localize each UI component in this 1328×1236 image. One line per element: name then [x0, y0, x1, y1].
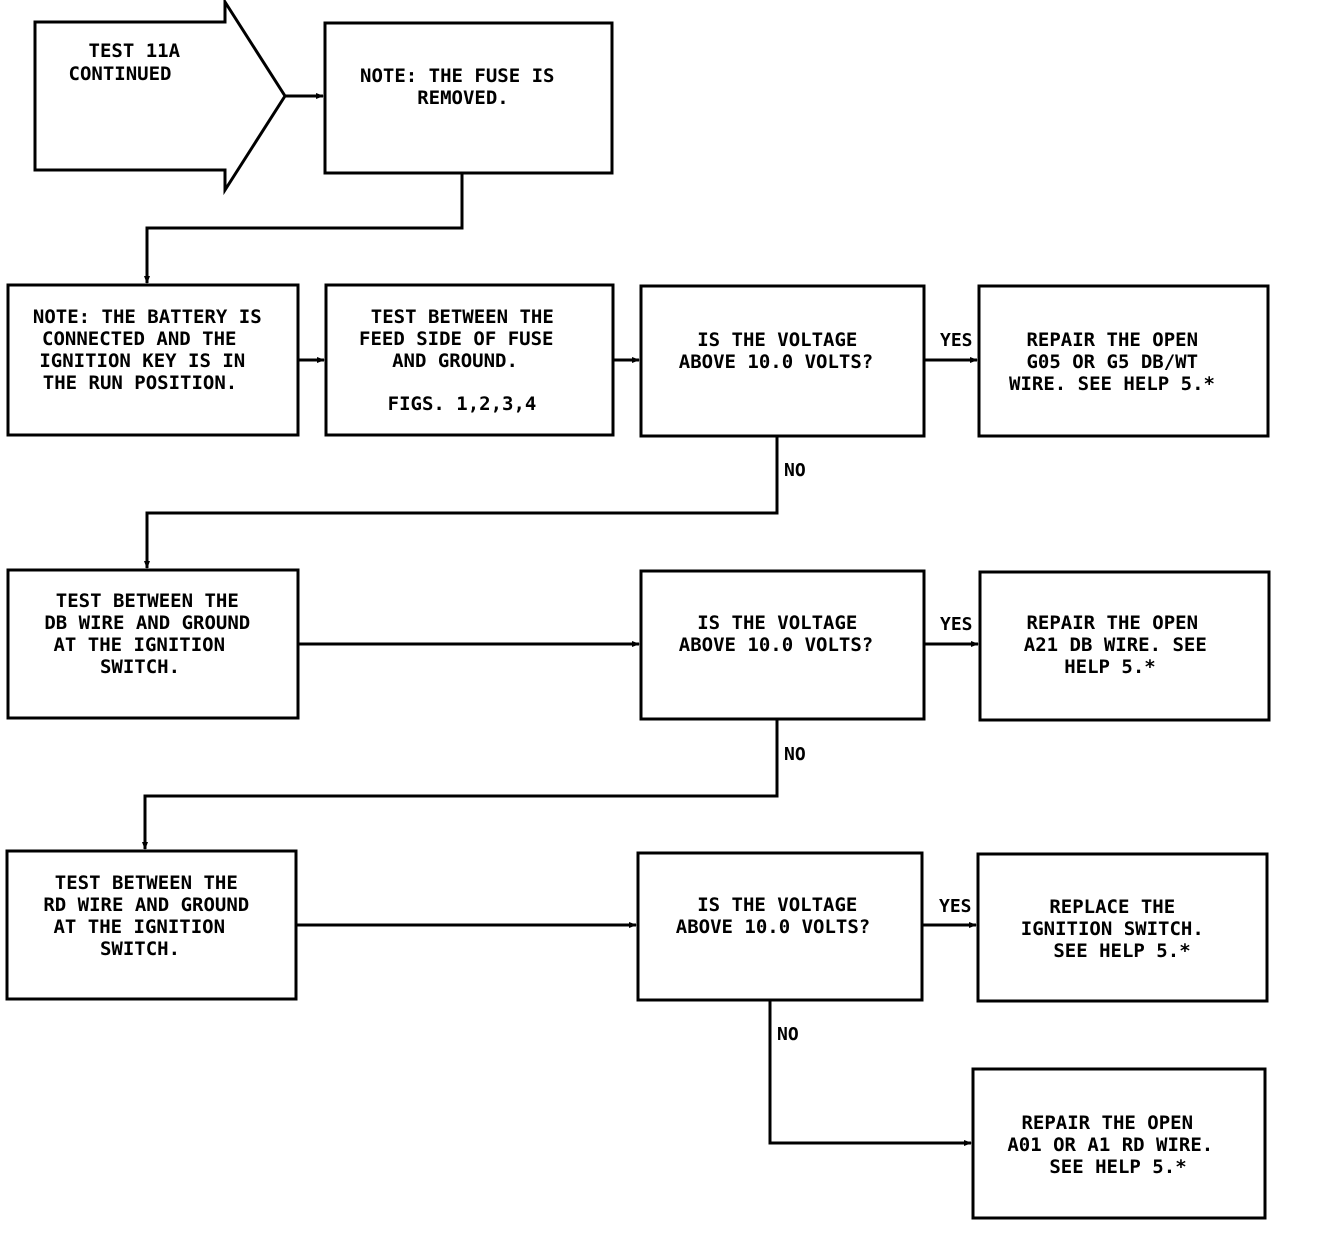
connector-q3-no	[768, 1000, 972, 1146]
test-db-text: TEST BETWEEN THE DB WIRE AND GROUND AT T…	[44, 590, 261, 678]
result-3-text: REPLACE THE IGNITION SWITCH. SEE HELP 5.…	[1021, 896, 1215, 962]
edge-label-no-2: NO	[784, 744, 806, 765]
test-feed-figs: FIGS. 1,2,3,4	[388, 393, 537, 415]
result-1-text: REPAIR THE OPEN G05 OR G5 DB/WT WIRE. SE…	[1009, 329, 1215, 395]
edge-label-no-1: NO	[784, 460, 806, 481]
result-2-box	[978, 570, 1271, 722]
edge-label-yes-3: YES	[939, 896, 972, 917]
edge-label-no-3: NO	[777, 1024, 799, 1045]
connector-note-to-battery	[144, 173, 464, 284]
edge-label-yes-2: YES	[940, 614, 973, 635]
question-3-text: IS THE VOLTAGE ABOVE 10.0 VOLTS?	[676, 894, 870, 938]
result-4-box	[971, 1067, 1267, 1220]
test-feed-text: TEST BETWEEN THE FEED SIDE OF FUSE AND G…	[359, 306, 565, 372]
result-1-box	[977, 284, 1270, 438]
question-2-text: IS THE VOLTAGE ABOVE 10.0 VOLTS?	[679, 612, 873, 656]
connector-q2-no	[142, 719, 779, 850]
edge-label-yes-1: YES	[940, 330, 973, 351]
connector-q1-no	[144, 436, 779, 569]
result-2-text: REPAIR THE OPEN A21 DB WIRE. SEE HELP 5.…	[1024, 612, 1218, 678]
note-battery-text: NOTE: THE BATTERY IS CONNECTED AND THE I…	[33, 306, 273, 394]
start-label: TEST 11A CONTINUED	[69, 40, 192, 85]
note-fuse-box	[323, 21, 614, 175]
note-fuse-text: NOTE: THE FUSE IS REMOVED.	[360, 65, 566, 109]
question-1-text: IS THE VOLTAGE ABOVE 10.0 VOLTS?	[679, 329, 873, 373]
result-4-text: REPAIR THE OPEN A01 OR A1 RD WIRE. SEE H…	[1007, 1112, 1224, 1178]
test-rd-text: TEST BETWEEN THE RD WIRE AND GROUND AT T…	[43, 872, 260, 960]
result-3-box	[976, 852, 1269, 1003]
start-arrow-shape	[33, 0, 287, 196]
